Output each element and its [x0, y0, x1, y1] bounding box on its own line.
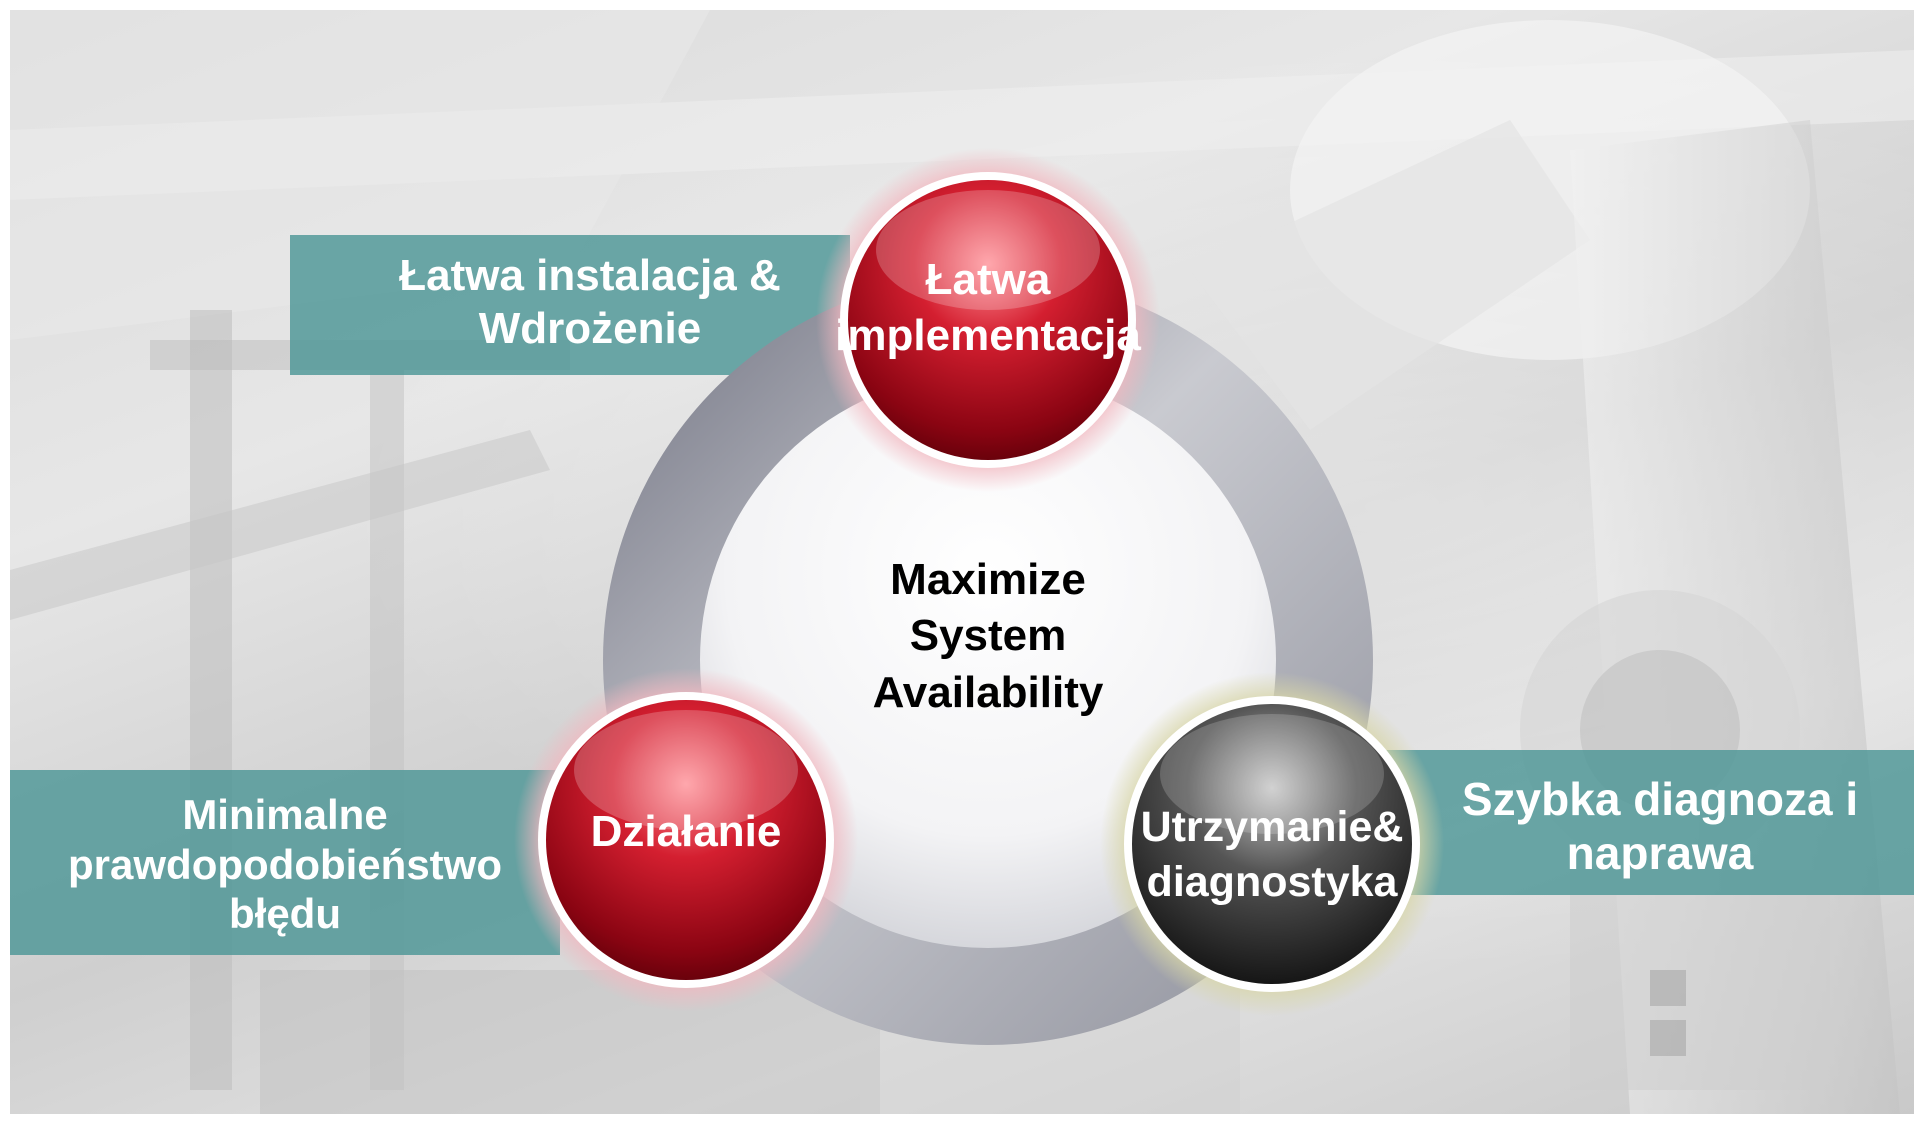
cycle-diagram	[514, 148, 1444, 1045]
callout-reliability-line1: Minimalne	[182, 791, 388, 838]
callout-installation-line2: Wdrożenie	[478, 303, 702, 353]
right-node-line1: Utrzymanie&	[1140, 803, 1404, 851]
right-node-label: Utrzymanie& diagnostyka	[1112, 800, 1432, 910]
top-node-line1: Łatwa	[925, 255, 1051, 304]
right-node-highlight	[1160, 714, 1384, 834]
industrial-background-image	[10, 10, 1914, 1114]
callout-diagnosis-text: Szybka diagnoza i naprawa	[1420, 772, 1900, 881]
left-node-line1: Działanie	[590, 807, 782, 856]
top-node-orb	[848, 180, 1128, 460]
callout-reliability-text: Minimalne prawdopodobieństwo błędu	[10, 790, 560, 939]
left-node-label: Działanie	[526, 804, 846, 860]
callout-box-installation	[290, 235, 850, 375]
callout-diagnosis-line2: naprawa	[1566, 827, 1754, 880]
top-node-label: Łatwa implementacja	[828, 252, 1148, 365]
center-label: Maximize System Availability	[828, 552, 1148, 721]
center-line2: System	[909, 611, 1067, 661]
top-node-highlight	[876, 190, 1100, 310]
callout-installation-text: Łatwa instalacja & Wdrożenie	[310, 250, 870, 356]
callout-diagnosis-line1: Szybka diagnoza i	[1461, 773, 1859, 825]
callout-installation-line1: Łatwa instalacja &	[399, 251, 781, 300]
slide-canvas: Łatwa instalacja & Wdrożenie Minimalne p…	[10, 10, 1914, 1114]
callout-box-diagnosis	[1350, 750, 1914, 895]
center-line1: Maximize	[890, 555, 1086, 604]
top-node-line2: implementacja	[835, 311, 1141, 361]
callout-reliability-line3: błędu	[229, 890, 341, 938]
left-node-orb	[546, 700, 826, 980]
callout-box-reliability	[10, 770, 560, 955]
callout-reliability-line2: prawdopodobieństwo	[68, 840, 502, 888]
right-node-orb	[1132, 704, 1412, 984]
center-line3: Availability	[872, 667, 1104, 717]
right-node-line2: diagnostyka	[1146, 858, 1398, 907]
left-node-highlight	[574, 710, 798, 830]
